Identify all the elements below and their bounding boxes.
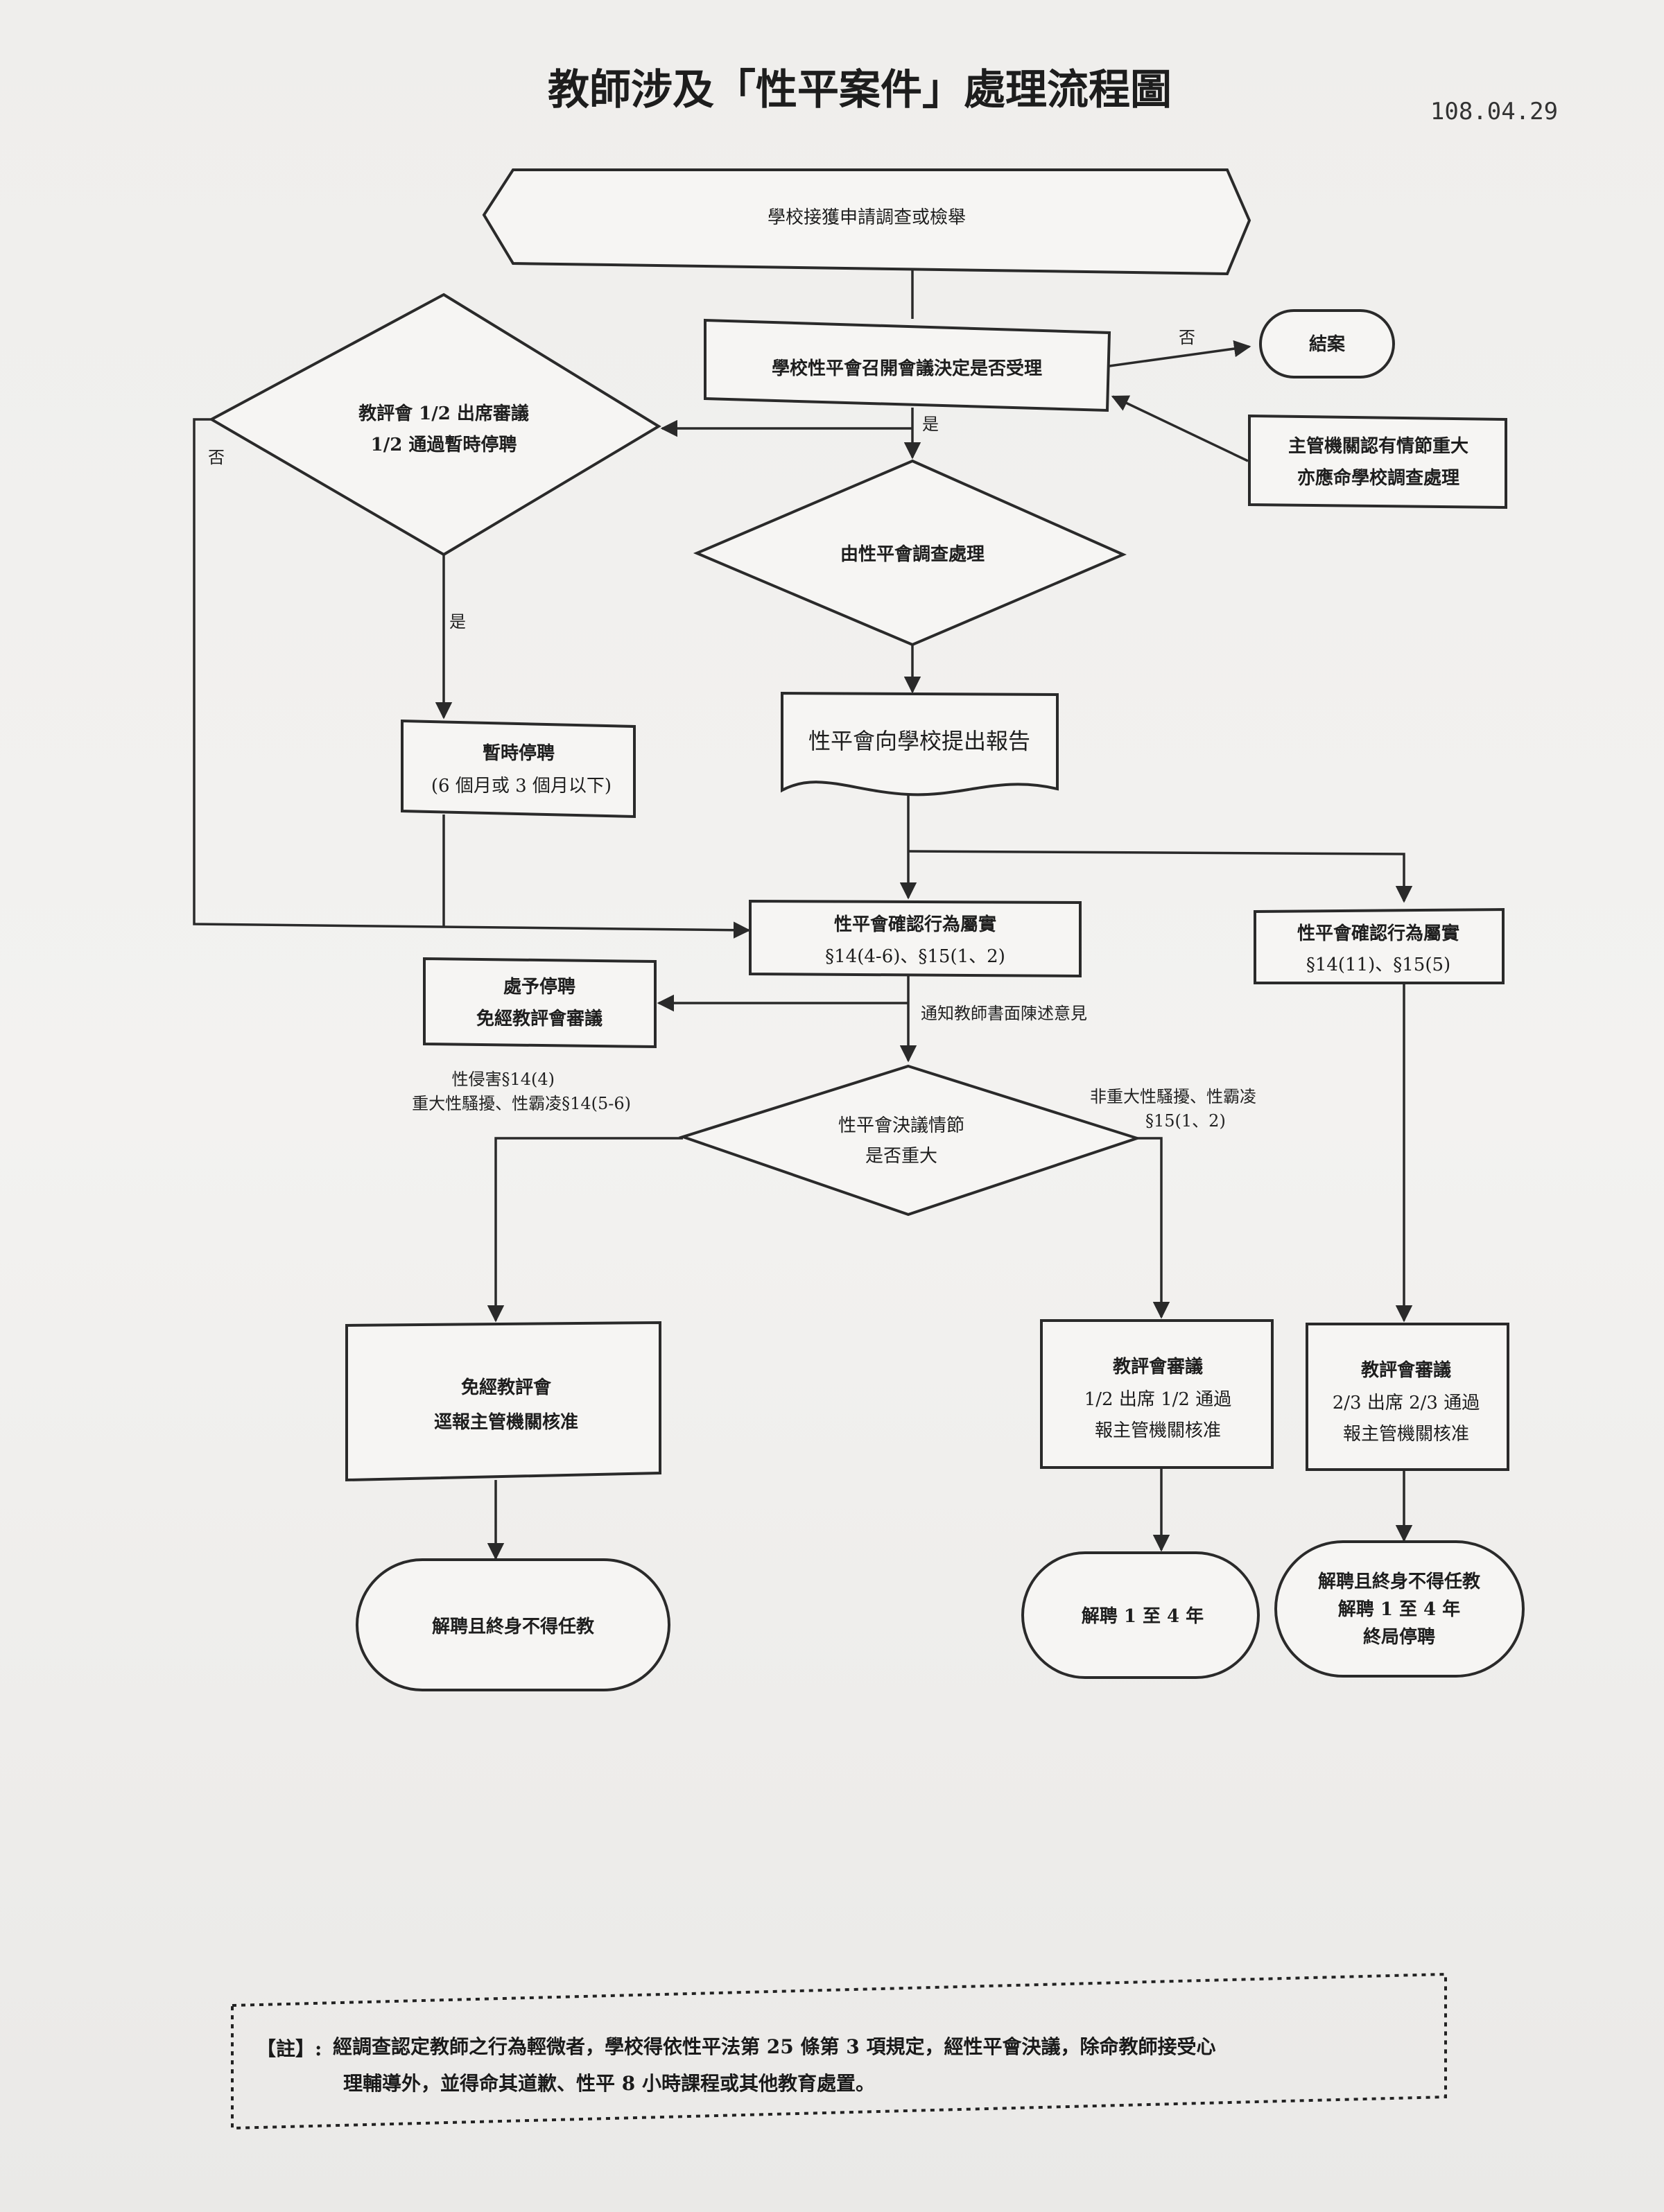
edge-serious-right xyxy=(1137,1137,1170,1319)
svg-text:暫時停聘: 暫時停聘 xyxy=(483,742,555,764)
node-confirm-a: 性平會確認行為屬實 §14(4-6)、§15(1、2) xyxy=(749,899,1082,978)
edges xyxy=(193,263,1413,1560)
node-serious: 性平會決議情節 是否重大 xyxy=(678,1064,1142,1217)
node-investigate: 由性平會調查處理 xyxy=(693,459,1127,647)
svg-text:1/2 出席 1/2 通過: 1/2 出席 1/2 通過 xyxy=(1084,1389,1231,1410)
svg-text:逕報主管機關核准: 逕報主管機關核准 xyxy=(434,1411,578,1433)
footnote-line-2: 理輔導外，並得命其道歉、性平 8 小時課程或其他教育處置。 xyxy=(343,2072,875,2095)
svg-text:處予停聘: 處予停聘 xyxy=(503,976,575,998)
svg-text:1/2 通過暫時停聘: 1/2 通過暫時停聘 xyxy=(371,434,517,455)
svg-text:免經教評會審議: 免經教評會審議 xyxy=(476,1008,603,1029)
node-suspend-exempt: 處予停聘 免經教評會審議 xyxy=(423,957,657,1049)
footnote-line-1: 經調查認定教師之行為輕微者，學校得依性平法第 25 條第 3 項規定，經性平會決… xyxy=(333,2035,1215,2058)
svg-text:性平會決議情節: 性平會決議情節 xyxy=(838,1115,964,1136)
svg-text:亦應命學校調查處理: 亦應命學校調查處理 xyxy=(1297,467,1459,489)
svg-text:教評會審議: 教評會審議 xyxy=(1113,1356,1203,1377)
node-out-life: 解聘且終身不得任教 xyxy=(356,1558,670,1691)
node-report: 性平會向學校提出報告 xyxy=(781,691,1059,796)
svg-text:學校性平會召開會議決定是否受理: 學校性平會召開會議決定是否受理 xyxy=(772,358,1042,379)
svg-text:是否重大: 是否重大 xyxy=(865,1146,937,1167)
svg-text:報主管機關核准: 報主管機關核准 xyxy=(1343,1424,1469,1445)
node-exempt-review: 免經教評會 逕報主管機關核准 xyxy=(345,1321,661,1482)
svg-text:解聘 1 至 4 年: 解聘 1 至 4 年 xyxy=(1338,1599,1460,1620)
svg-text:解聘且終身不得任教: 解聘且終身不得任教 xyxy=(1318,1571,1480,1592)
edge-serious-left xyxy=(487,1137,683,1323)
label-serious-left-1: 性侵害§14(4) xyxy=(451,1070,555,1089)
label-serious-right-2: §15(1、2) xyxy=(1145,1111,1226,1131)
node-out-1to4: 解聘 1 至 4 年 xyxy=(1021,1551,1260,1679)
svg-text:解聘且終身不得任教: 解聘且終身不得任教 xyxy=(432,1616,594,1637)
svg-text:性平會確認行為屬實: 性平會確認行為屬實 xyxy=(834,914,996,935)
page-title: 教師涉及「性平案件」處理流程圖 xyxy=(548,66,1172,114)
svg-text:教評會審議: 教評會審議 xyxy=(1361,1359,1451,1381)
edge-accept-close xyxy=(1109,340,1251,367)
footnote-label: 【註】: xyxy=(257,2037,322,2060)
node-authority: 主管機關認有情節重大 亦應命學校調查處理 xyxy=(1248,414,1507,510)
svg-text:由性平會調查處理: 由性平會調查處理 xyxy=(840,543,985,565)
edge-review-no-confirm xyxy=(193,418,751,939)
svg-text:主管機關認有情節重大: 主管機關認有情節重大 xyxy=(1288,435,1468,457)
label-yes-accept: 是 xyxy=(922,415,939,434)
node-review-suspend: 教評會 1/2 出席審議 1/2 通過暫時停聘 xyxy=(208,293,661,557)
edge-labels: 否 是 否 是 通知教師書面陳述意見 性侵害§14(4) 重大性騷擾、性霸凌§1… xyxy=(208,328,1256,1131)
label-serious-right-1: 非重大性騷擾、性霸凌 xyxy=(1090,1087,1256,1106)
label-serious-left-2: 重大性騷擾、性霸凌§14(5-6) xyxy=(412,1094,631,1113)
node-temp-suspend: 暫時停聘 (6 個月或 3 個月以下) xyxy=(401,719,636,819)
label-notify: 通知教師書面陳述意見 xyxy=(921,1004,1087,1023)
node-close-case: 結案 xyxy=(1259,309,1395,378)
svg-text:報主管機關核准: 報主管機關核准 xyxy=(1095,1420,1221,1441)
edge-report-confirm-b xyxy=(908,850,1413,903)
svg-text:終局停聘: 終局停聘 xyxy=(1363,1626,1435,1648)
svg-text:解聘 1 至 4 年: 解聘 1 至 4 年 xyxy=(1082,1605,1204,1627)
date-stamp: 108.04.29 xyxy=(1430,98,1558,125)
node-review-two-thirds: 教評會審議 2/3 出席 2/3 通過 報主管機關核准 xyxy=(1306,1323,1509,1471)
svg-text:免經教評會: 免經教評會 xyxy=(461,1377,552,1398)
node-confirm-b: 性平會確認行為屬實 §14(11)、§15(5) xyxy=(1254,907,1505,984)
svg-text:(6 個月或 3 個月以下): (6 個月或 3 個月以下) xyxy=(431,776,612,796)
label-yes-review: 是 xyxy=(449,612,466,632)
edge-authority-accept xyxy=(1111,395,1249,462)
svg-text:性平會向學校提出報告: 性平會向學校提出報告 xyxy=(808,728,1030,754)
label-no-close: 否 xyxy=(1179,328,1195,347)
node-out-multi: 解聘且終身不得任教 解聘 1 至 4 年 終局停聘 xyxy=(1274,1540,1525,1678)
svg-text:教評會 1/2 出席審議: 教評會 1/2 出席審議 xyxy=(358,403,529,424)
label-no-review: 否 xyxy=(208,448,225,467)
svg-text:2/3 出席 2/3 通過: 2/3 出席 2/3 通過 xyxy=(1333,1393,1480,1413)
svg-text:性平會確認行為屬實: 性平會確認行為屬實 xyxy=(1297,923,1459,944)
svg-text:§14(11)、§15(5): §14(11)、§15(5) xyxy=(1306,955,1450,975)
svg-text:結案: 結案 xyxy=(1309,333,1346,355)
node-review-half: 教評會審議 1/2 出席 1/2 通過 報主管機關核准 xyxy=(1040,1319,1274,1469)
node-start: 學校接獲申請調查或檢舉 xyxy=(482,168,1251,276)
svg-text:§14(4-6)、§15(1、2): §14(4-6)、§15(1、2) xyxy=(825,946,1005,967)
node-accept: 學校性平會召開會議決定是否受理 xyxy=(704,318,1111,412)
footnote: 【註】: 經調查認定教師之行為輕微者，學校得依性平法第 25 條第 3 項規定，… xyxy=(231,1972,1447,2130)
svg-text:學校接獲申請調查或檢舉: 學校接獲申請調查或檢舉 xyxy=(768,207,966,228)
